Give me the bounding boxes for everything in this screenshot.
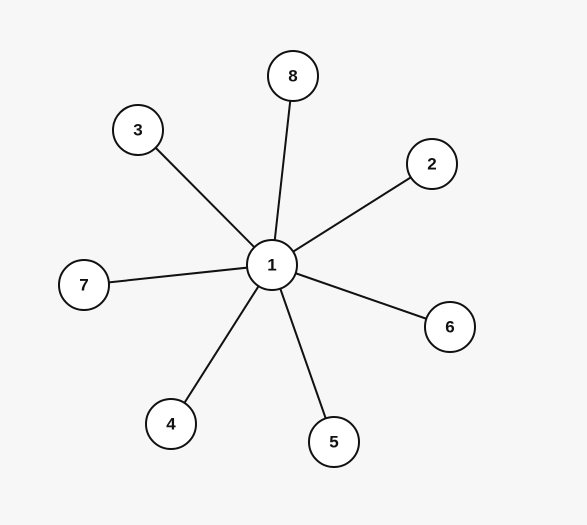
- edge-1-8: [271, 75, 294, 266]
- edge-1-6: [271, 264, 451, 328]
- node-label-2: 2: [427, 155, 436, 174]
- node-label-7: 7: [79, 276, 88, 295]
- nodes-layer: 1 2 3 4 5 6 7 8: [58, 50, 476, 468]
- node-label-5: 5: [329, 433, 338, 452]
- edges-layer: [83, 75, 451, 443]
- node-label-1: 1: [267, 256, 276, 275]
- node-3: 3: [112, 104, 164, 156]
- node-1: 1: [246, 239, 298, 291]
- edge-1-2: [271, 163, 433, 266]
- node-8: 8: [267, 50, 319, 102]
- node-label-3: 3: [133, 121, 142, 140]
- edge-1-3: [137, 129, 273, 266]
- node-label-8: 8: [288, 67, 297, 86]
- edge-1-4: [170, 264, 273, 425]
- edge-1-7: [83, 264, 273, 286]
- node-7: 7: [58, 259, 110, 311]
- edge-1-5: [271, 264, 335, 443]
- node-label-4: 4: [166, 415, 176, 434]
- node-5: 5: [308, 416, 360, 468]
- node-label-6: 6: [445, 318, 454, 337]
- node-4: 4: [145, 398, 197, 450]
- node-2: 2: [406, 138, 458, 190]
- node-6: 6: [424, 301, 476, 353]
